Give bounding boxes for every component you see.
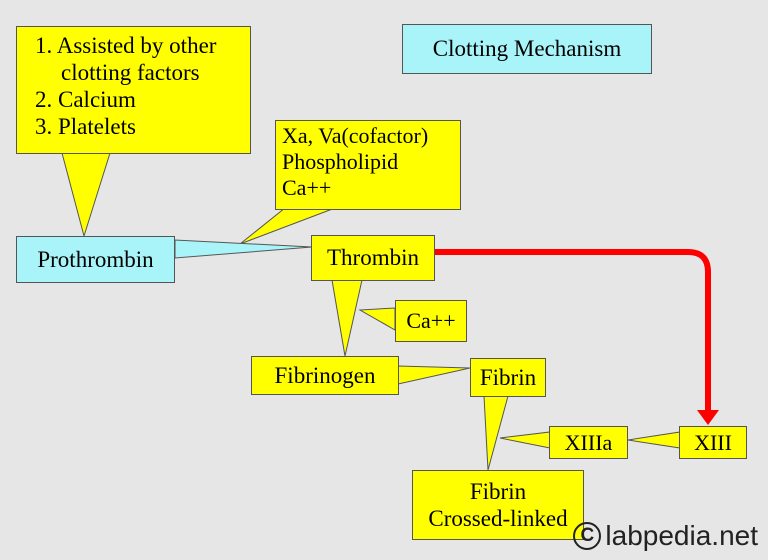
thrombin-to-xiii-arrow — [434, 249, 711, 412]
xiii-node: XIII — [679, 426, 747, 459]
calcium-pointer — [358, 307, 396, 331]
watermark: C labpedia.net — [573, 520, 758, 552]
xiii-pointer — [627, 431, 681, 449]
requirement-item: 1. Assisted by other — [35, 33, 217, 58]
prothrombin-pointer — [174, 239, 313, 259]
copyright-icon: C — [573, 522, 602, 550]
watermark-text: labpedia.net — [605, 520, 758, 551]
thrombin-pointer — [331, 279, 363, 357]
requirement-item: 2. Calcium — [35, 87, 136, 113]
requirement-item: 3. Platelets — [35, 114, 136, 140]
fibrinogen-pointer — [397, 365, 471, 385]
prothrombin-node: Prothrombin — [16, 236, 175, 283]
requirements-pointer — [61, 152, 111, 238]
requirements-callout: 1. Assisted by other clotting factors 2.… — [16, 26, 251, 154]
cofactor-line: Ca++ — [282, 174, 332, 200]
page-title: Clotting Mechanism — [432, 36, 622, 62]
cofactor-line: Phospholipid — [282, 148, 399, 174]
crosslinked-fibrin-node: Fibrin Crossed-linked — [412, 470, 584, 540]
requirements-list: 1. Assisted by other clotting factors 2.… — [35, 32, 250, 141]
thrombin-node: Thrombin — [311, 235, 435, 281]
fibrinogen-node: Fibrinogen — [251, 356, 399, 395]
calcium-node: Ca++ — [395, 300, 467, 342]
xiiia-pointer — [499, 431, 551, 449]
arrowhead-icon — [697, 410, 719, 425]
requirement-item-continued: clotting factors — [61, 60, 200, 86]
xiiia-node: XIIIa — [549, 426, 628, 459]
title-box: Clotting Mechanism — [402, 24, 652, 74]
cofactor-line: Xa, Va(cofactor) — [282, 123, 429, 148]
fibrin-node: Fibrin — [470, 358, 546, 397]
fibrin-pointer — [483, 395, 509, 471]
cofactors-callout: Xa, Va(cofactor) Phospholipid Ca++ — [275, 120, 461, 210]
